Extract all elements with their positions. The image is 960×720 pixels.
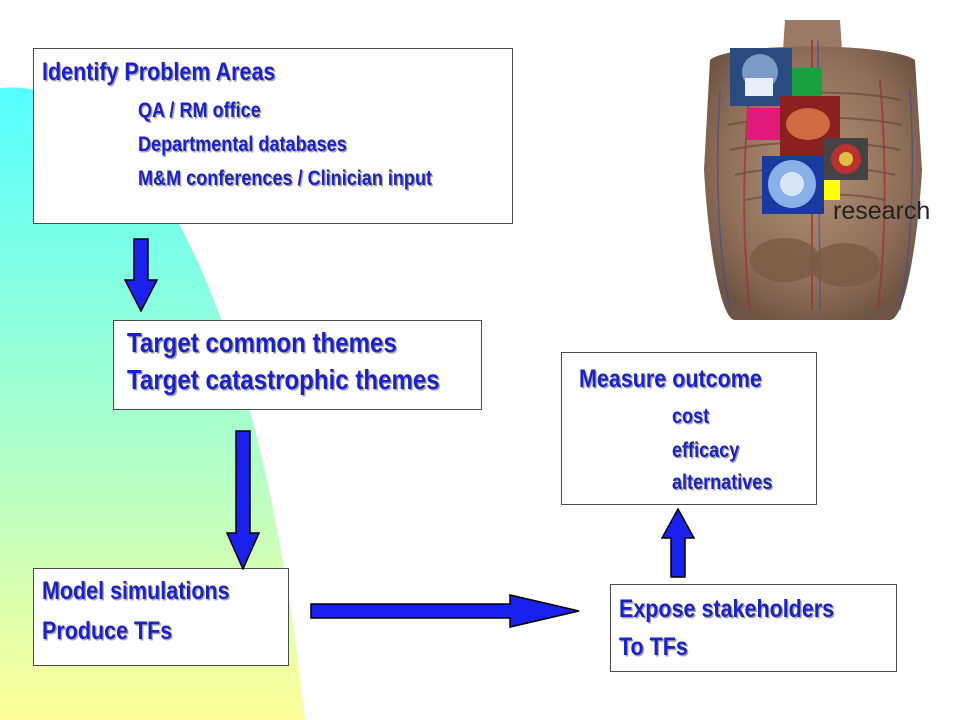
arrow-down-icon [226, 430, 260, 570]
arrow-right-icon [310, 594, 580, 628]
model-simulations-box: Model simulations Produce TFs [33, 568, 289, 666]
measure-item: alternatives [672, 471, 773, 494]
identify-title: Identify Problem Areas [42, 58, 276, 86]
measure-outcome-box: Measure outcome cost efficacy alternativ… [561, 352, 817, 505]
target-line: Target common themes [127, 327, 397, 358]
measure-item: cost [672, 405, 710, 428]
research-label: research [833, 197, 931, 225]
target-line: Target catastrophic themes [127, 364, 440, 395]
arrow-down-icon [124, 238, 158, 312]
identify-item: QA / RM office [138, 99, 261, 122]
arrow-up-icon [661, 508, 695, 578]
expose-line: To TFs [619, 633, 688, 661]
model-line: Model simulations [42, 577, 230, 605]
model-line: Produce TFs [42, 617, 173, 645]
expose-stakeholders-box: Expose stakeholders To TFs [610, 584, 897, 672]
identify-problem-areas-box: Identify Problem Areas QA / RM office De… [33, 48, 513, 224]
expose-line: Expose stakeholders [619, 595, 835, 623]
identify-item: M&M conferences / Clinician input [138, 167, 433, 190]
measure-item: efficacy [672, 439, 740, 462]
measure-title: Measure outcome [579, 365, 762, 393]
research-anatomy-illustration [704, 20, 922, 320]
target-themes-box: Target common themes Target catastrophic… [113, 320, 482, 410]
identify-item: Departmental databases [138, 133, 347, 156]
